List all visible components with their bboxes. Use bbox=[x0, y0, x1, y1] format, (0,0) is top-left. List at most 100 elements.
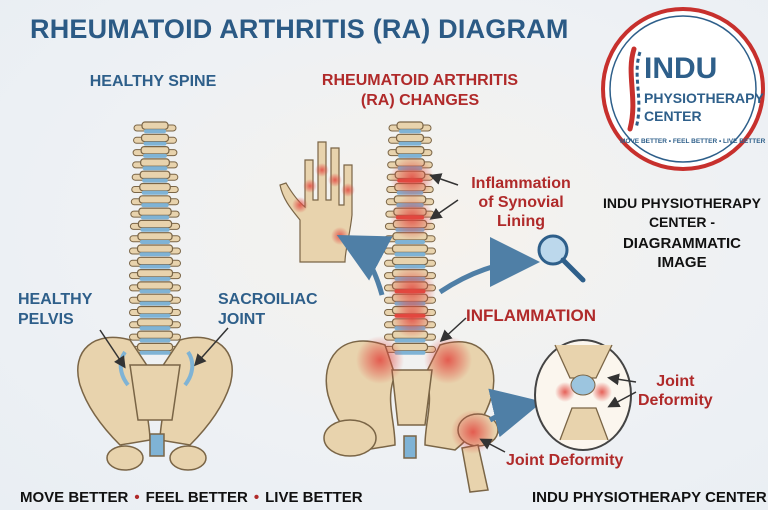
ra-heading-line-2: (RA) CHANGES bbox=[360, 92, 480, 109]
synovial-label-line-1: Inflammation bbox=[471, 175, 571, 192]
vertebra bbox=[396, 121, 424, 130]
healthy-si-joint-right bbox=[183, 350, 195, 387]
logo-badge bbox=[601, 7, 765, 171]
logo-spine-icon bbox=[627, 46, 642, 132]
vertebra bbox=[139, 170, 171, 180]
intervertebral-disc bbox=[139, 301, 171, 306]
vertebra bbox=[136, 318, 174, 327]
indu-logo: INDU PHYSIOTHERAPY CENTER MOVE BETTER • … bbox=[598, 4, 768, 174]
intervertebral-disc bbox=[141, 203, 169, 208]
vertebra bbox=[136, 305, 174, 315]
intervertebral-disc bbox=[143, 141, 167, 146]
page-title: RHEUMATOID ARTHRITIS (RA) DIAGRAM bbox=[30, 14, 569, 44]
vertebra bbox=[136, 256, 174, 266]
healthy-pelvis-label-line-2: PELVIS bbox=[18, 311, 74, 328]
knee-deformity-arrow-1 bbox=[607, 373, 637, 386]
synovial-inflammation-label: Inflammation of Synovial Lining bbox=[456, 174, 586, 231]
side-note-line-4: IMAGE bbox=[657, 254, 707, 271]
intervertebral-disc bbox=[139, 276, 171, 281]
knee-joint-deformity-label: Joint Deformity bbox=[638, 372, 713, 410]
footer-live-better: LIVE BETTER bbox=[265, 489, 363, 506]
vertebra bbox=[137, 219, 173, 229]
vertebra bbox=[141, 121, 169, 130]
intervertebral-disc bbox=[141, 190, 169, 195]
intervertebral-disc bbox=[142, 178, 168, 183]
footer-center-name: INDU PHYSIOTHERAPY CENTER bbox=[532, 489, 767, 506]
vertebra bbox=[138, 207, 172, 217]
arrow-to-knee bbox=[488, 388, 543, 438]
sacroiliac-joint-label: SACROILIAC JOINT bbox=[218, 290, 318, 330]
vertebra bbox=[391, 244, 429, 253]
si-label-line-2: JOINT bbox=[218, 311, 266, 328]
healthy-spine bbox=[129, 121, 181, 355]
synovial-arrow-1 bbox=[429, 173, 459, 186]
intervertebral-disc bbox=[139, 289, 171, 294]
intervertebral-disc bbox=[399, 129, 421, 134]
intervertebral-disc bbox=[398, 141, 422, 146]
vertebra bbox=[136, 244, 174, 253]
magnifier-icon bbox=[537, 234, 586, 283]
footer-separator-2: • bbox=[253, 489, 260, 506]
healthy-pelvis bbox=[77, 336, 233, 471]
side-note: INDU PHYSIOTHERAPY CENTER - DIAGRAMMATIC… bbox=[596, 194, 768, 272]
synovial-label-line-3: Lining bbox=[497, 213, 545, 230]
vertebra bbox=[136, 342, 174, 352]
intervertebral-disc bbox=[139, 264, 171, 269]
vertebra bbox=[136, 330, 174, 340]
pelvis-inflammation-left bbox=[356, 336, 404, 384]
intervertebral-disc bbox=[139, 338, 171, 343]
vertebra bbox=[395, 146, 425, 155]
arrow-to-hand bbox=[336, 234, 393, 296]
ra-changes-heading: RHEUMATOID ARTHRITIS (RA) CHANGES bbox=[300, 71, 540, 111]
intervertebral-disc bbox=[139, 350, 171, 355]
footer-tagline: MOVE BETTER•FEEL BETTER•LIVE BETTER bbox=[20, 489, 363, 506]
intervertebral-disc bbox=[139, 326, 171, 331]
vertebra bbox=[139, 182, 171, 192]
vertebra bbox=[137, 232, 173, 241]
vertebra bbox=[138, 195, 172, 204]
vertebra bbox=[136, 281, 174, 290]
logo-line-2: PHYSIOTHERAPY bbox=[644, 90, 764, 106]
intervertebral-disc bbox=[394, 338, 426, 343]
vertebra bbox=[140, 133, 170, 143]
intervertebral-disc bbox=[394, 240, 426, 244]
intervertebral-disc bbox=[139, 252, 171, 257]
knee-deformity-line-2: Deformity bbox=[638, 392, 713, 409]
intervertebral-disc bbox=[142, 166, 168, 171]
knee-deformity-arrow-2 bbox=[607, 391, 637, 408]
vertebra bbox=[136, 293, 174, 303]
healthy-pelvis-label: HEALTHY PELVIS bbox=[18, 290, 92, 330]
logo-line-3: CENTER bbox=[644, 108, 702, 124]
side-note-line-3: DIAGRAMMATIC bbox=[622, 235, 742, 252]
healthy-pelvis-label-line-1: HEALTHY bbox=[18, 291, 93, 308]
vertebra bbox=[136, 269, 174, 278]
intervertebral-disc bbox=[143, 153, 167, 158]
intervertebral-disc bbox=[139, 240, 171, 244]
si-joint-arrow bbox=[194, 327, 229, 367]
hip-joint-deformity-label: Joint Deformity bbox=[506, 452, 624, 469]
hip-inflammation bbox=[451, 410, 495, 454]
healthy-pelvis-arrow bbox=[99, 329, 126, 369]
spine-inflammation-spots bbox=[388, 156, 436, 338]
side-note-line-1: INDU PHYSIOTHERAPY bbox=[603, 195, 761, 211]
side-note-line-2: CENTER - bbox=[648, 214, 716, 230]
intervertebral-disc bbox=[394, 252, 426, 257]
intervertebral-disc bbox=[140, 215, 170, 220]
arrow-to-magnifier bbox=[438, 237, 540, 295]
synovial-label-line-2: of Synovial bbox=[478, 194, 564, 211]
synovial-arrow-2 bbox=[429, 199, 459, 220]
intervertebral-disc bbox=[140, 227, 170, 232]
knee-deformity-line-1: Joint bbox=[656, 373, 695, 390]
vertebra bbox=[391, 256, 429, 266]
footer-separator-1: • bbox=[134, 489, 140, 506]
vertebra bbox=[140, 158, 170, 167]
footer-move-better: MOVE BETTER bbox=[20, 489, 129, 506]
healthy-si-joint-left bbox=[118, 350, 130, 387]
intervertebral-disc bbox=[139, 313, 171, 318]
inflammation-arrow bbox=[439, 317, 467, 343]
vertebra bbox=[140, 146, 170, 155]
hip-deformity-arrow bbox=[479, 438, 506, 453]
inflammation-label: INFLAMMATION bbox=[466, 306, 596, 325]
si-label-line-1: SACROILIAC bbox=[218, 291, 318, 308]
